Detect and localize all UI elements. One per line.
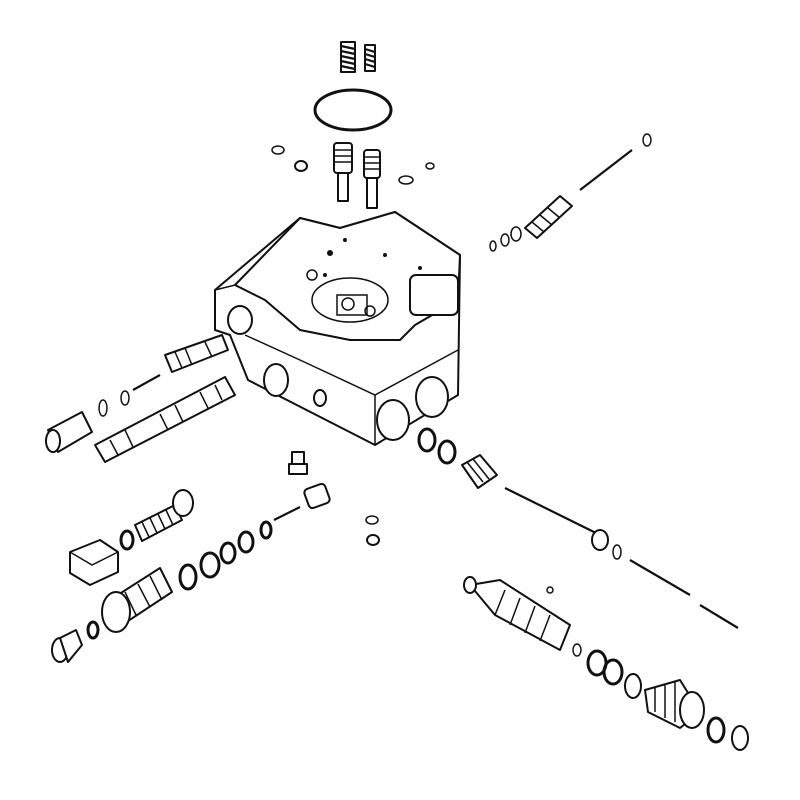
left-seals	[98, 374, 161, 417]
o-ring-series	[178, 520, 273, 591]
port-front-left	[263, 363, 289, 397]
small-spring	[273, 506, 301, 521]
left-spool-lower	[94, 376, 236, 463]
o-ring	[706, 716, 726, 744]
hex-plug	[69, 539, 119, 586]
small-o-ring	[365, 515, 379, 525]
port-opening	[311, 277, 389, 323]
port-left	[227, 305, 253, 335]
lower-right-seals	[417, 427, 457, 465]
end-cap	[51, 629, 83, 663]
small-o-ring	[425, 162, 435, 170]
small-plug	[366, 534, 380, 546]
top-piston-right	[363, 149, 381, 209]
o-ring	[86, 620, 100, 640]
end-cap	[731, 725, 749, 751]
small-o-ring	[398, 175, 414, 185]
port-opening	[336, 294, 368, 316]
small-plug	[294, 160, 308, 172]
port-front-large	[376, 399, 410, 441]
large-o-ring-series	[572, 643, 642, 699]
sleeve	[303, 482, 331, 510]
left-plug	[45, 411, 93, 453]
relief-spring	[134, 504, 183, 542]
spring-cap	[172, 489, 194, 517]
port-front-large	[415, 376, 449, 418]
large-plug	[644, 679, 705, 729]
small-o-ring	[271, 145, 285, 155]
valve-body	[214, 211, 461, 446]
large-o-ring	[313, 88, 393, 132]
top-piston-left	[333, 142, 353, 202]
upper-right-spool	[489, 133, 652, 252]
top-spring-right	[364, 44, 376, 72]
port-front-mid	[313, 389, 327, 407]
o-ring	[119, 529, 135, 551]
relief-valve-body	[101, 567, 173, 633]
large-valve-body	[463, 576, 571, 651]
left-spool-upper	[164, 334, 229, 373]
side-boss	[409, 274, 459, 316]
lower-right-spool	[461, 454, 739, 629]
bleed-fitting	[288, 451, 308, 475]
top-spring-left	[340, 41, 356, 73]
